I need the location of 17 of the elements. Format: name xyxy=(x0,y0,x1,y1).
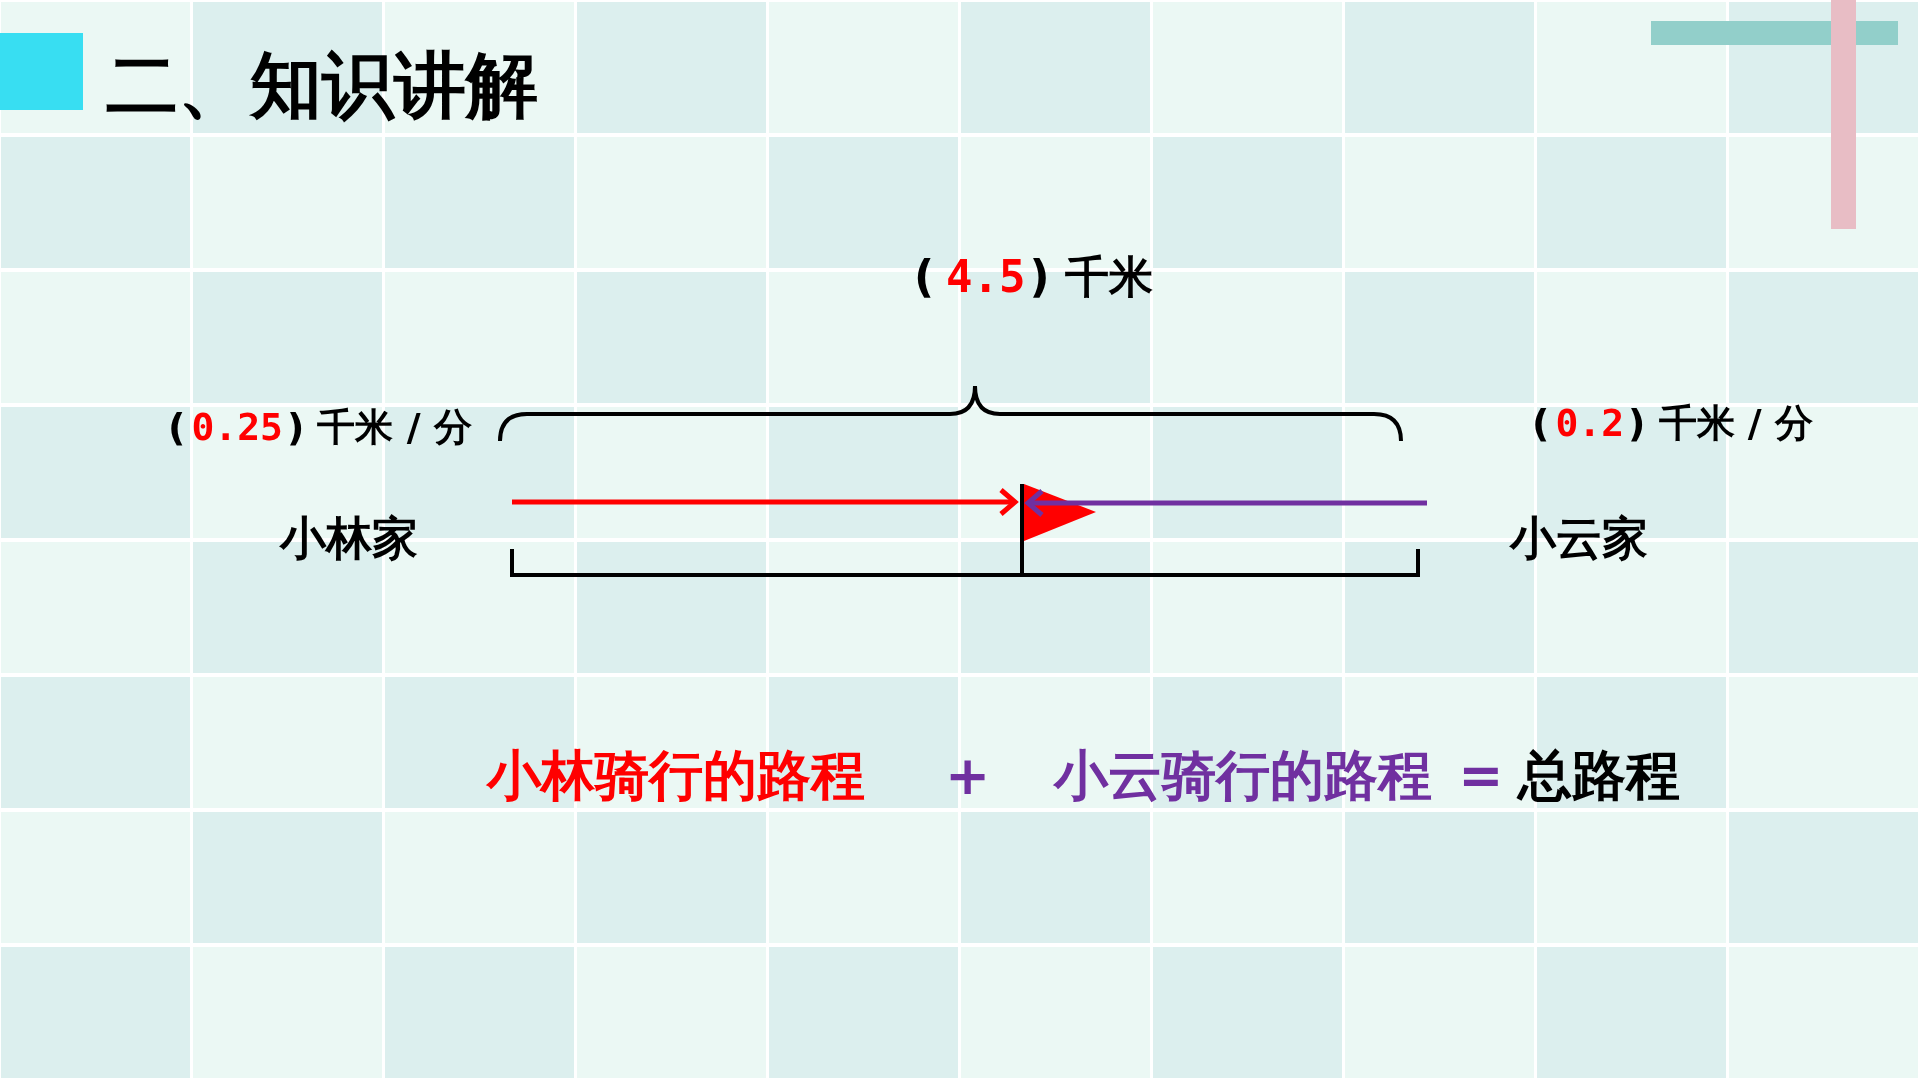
equation-term: 总路程 xyxy=(1517,745,1680,808)
equation-term: 小云骑行的路程 xyxy=(1054,745,1433,808)
unit-label: ) 千米 / 分 xyxy=(286,406,472,450)
parenthesis: ( xyxy=(1532,402,1550,446)
unit-label: ) 千米 / 分 xyxy=(1628,402,1813,446)
slide-title: 二、知识讲解 xyxy=(106,44,538,127)
equals-sign: = xyxy=(1458,745,1504,808)
answer-number: 0.2 xyxy=(1555,402,1624,446)
place-label: 小林家 xyxy=(280,512,418,565)
answer-number: 4.5 xyxy=(946,252,1026,303)
equation-term: 小林骑行的路程 xyxy=(487,745,865,808)
answer-number: 0.25 xyxy=(191,406,283,450)
parenthesis: ( xyxy=(168,406,186,450)
plus-sign: + xyxy=(945,745,991,808)
place-label: 小云家 xyxy=(1510,512,1648,565)
parenthesis: ( xyxy=(914,252,935,303)
unit-label: ) 千米 xyxy=(1029,252,1154,303)
